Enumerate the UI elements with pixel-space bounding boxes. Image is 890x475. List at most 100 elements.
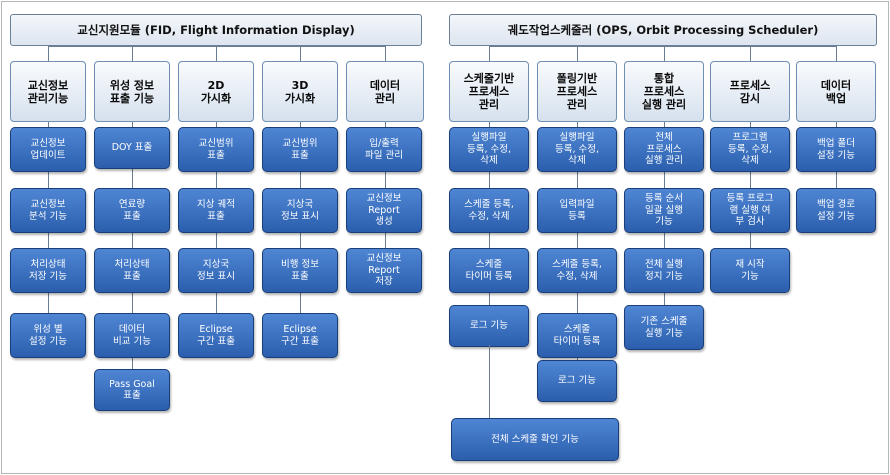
ops-category-5-item-1: 백업 폴더 설정 기능: [796, 127, 876, 172]
ops-category-bus: [489, 46, 837, 47]
fid-category-4-item-1: 교신범위 표출: [262, 127, 338, 172]
ops-category-2-spine: [577, 122, 578, 366]
box-label: 실행파일 등록, 수정, 삭제: [554, 132, 600, 167]
fid-category-3-item-3: 지상국 정보 표시: [178, 248, 254, 293]
ops-category-2-item-5: 로그 기능: [537, 360, 617, 402]
fid-category-5-item-3: 교신정보 Report 저장: [346, 248, 422, 293]
fid-category-1-item-2: 교신정보 분석 기능: [10, 188, 86, 233]
fid-category-bus: [48, 46, 386, 47]
box-label: 프로그램 등록, 수정, 삭제: [727, 132, 773, 167]
fid-category-5: 데이터 관리: [346, 61, 424, 122]
ops-category-2: 폴링기반 프로세스 관리: [537, 61, 617, 122]
box-label: 스케줄기반 프로세스 관리: [463, 72, 515, 111]
box-label: 전체 프로세스 실행 관리: [645, 132, 683, 167]
ops-category-connector: [664, 46, 665, 61]
ops-category-2-item-4: 스케줄 타이머 등록: [537, 313, 617, 358]
ops-category-5-item-2: 백업 경로 설정 기능: [796, 188, 876, 233]
ops-category-1-item-2: 스케줄 등록, 수정, 삭제: [449, 188, 529, 233]
box-label: 데이터 관리: [369, 78, 401, 105]
fid-category-connector: [385, 46, 386, 61]
fid-category-3-item-1: 교신범위 표출: [178, 127, 254, 172]
box-label: DOY 표출: [111, 142, 153, 154]
box-label: 2D 가시화: [200, 78, 232, 105]
box-label: 데이터 비교 기능: [113, 324, 151, 347]
box-label: Eclipse 구간 표출: [197, 324, 235, 347]
fid-category-2-item-4: 데이터 비교 기능: [94, 313, 170, 358]
box-label: 백업 폴더 설정 기능: [817, 138, 855, 161]
box-label: 등록 순서 일괄 실행 기능: [645, 193, 683, 228]
box-label: 전체 스케줄 확인 기능: [491, 433, 579, 445]
box-label: 교신정보 분석 기능: [29, 199, 67, 222]
box-label: 지상국 정보 표시: [197, 259, 235, 282]
box-label: 프로세스 감시: [729, 78, 771, 105]
ops-category-4-item-3: 재 시작 기능: [710, 248, 790, 293]
ops-category-5: 데이터 백업: [796, 61, 876, 122]
box-label: 연료량 표출: [118, 199, 146, 222]
fid-category-2-item-2: 연료량 표출: [94, 188, 170, 233]
box-label: 교신정보 관리기능: [27, 78, 69, 105]
box-label: 전체 실행 정지 기능: [645, 259, 683, 282]
fid-category-1-item-1: 교신정보 업데이트: [10, 127, 86, 172]
box-label: 스케줄 등록, 수정, 삭제: [464, 199, 514, 222]
box-label: 위성 별 설정 기능: [29, 324, 67, 347]
box-label: 교신정보 Report 저장: [366, 253, 402, 288]
fid-category-connector: [216, 46, 217, 61]
fid-category-4-item-4: Eclipse 구간 표출: [262, 313, 338, 358]
box-label: 교신정보 Report 생성: [366, 193, 402, 228]
ops-category-1-item-4: 로그 기능: [449, 305, 529, 347]
fid-category-4: 3D 가시화: [262, 61, 338, 122]
box-label: 로그 기능: [470, 320, 508, 332]
ops-category-3-item-2: 등록 순서 일괄 실행 기능: [624, 188, 704, 233]
box-label: 비행 정보 표출: [281, 259, 319, 282]
box-label: 처리상태 저장 기능: [29, 259, 67, 282]
box-label: 입/출력 파일 관리: [365, 138, 403, 161]
ops-category-3-item-4: 기존 스케줄 실행 기능: [624, 305, 704, 350]
ops-category-2-item-2: 입력파일 등록: [537, 188, 617, 233]
box-label: Pass Goal 표출: [109, 378, 155, 402]
ops-title: 궤도작업스케줄러 (OPS, Orbit Processing Schedule…: [449, 14, 877, 46]
box-label: 통합 프로세스 실행 관리: [641, 72, 687, 111]
box-label: 처리상태 표출: [114, 259, 150, 282]
fid-category-3: 2D 가시화: [178, 61, 254, 122]
fid-category-2-item-5: Pass Goal 표출: [94, 369, 170, 411]
box-label: 지상국 정보 표시: [281, 199, 319, 222]
box-label: 폴링기반 프로세스 관리: [556, 72, 598, 111]
ops-category-3: 통합 프로세스 실행 관리: [624, 61, 704, 122]
fid-category-1: 교신정보 관리기능: [10, 61, 86, 122]
ops-category-1: 스케줄기반 프로세스 관리: [449, 61, 529, 122]
box-label: 교신정보 업데이트: [30, 138, 66, 161]
ops-category-connector: [577, 46, 578, 61]
box-label: 로그 기능: [558, 375, 596, 387]
box-label: Eclipse 구간 표출: [281, 324, 319, 347]
fid-category-3-item-2: 지상 궤적 표출: [178, 188, 254, 233]
box-label: 등록 프로그 램 실행 여 부 검사: [726, 193, 774, 228]
box-label: 재 시작 기능: [735, 259, 765, 282]
box-label: 위성 정보 표출 기능: [109, 78, 155, 105]
fid-category-5-item-2: 교신정보 Report 생성: [346, 188, 422, 233]
box-label: 3D 가시화: [284, 78, 316, 105]
ops-category-connector: [836, 46, 837, 61]
ops-category-connector: [750, 46, 751, 61]
ops-category-2-item-3: 스케줄 등록, 수정, 삭제: [537, 248, 617, 293]
fid-category-1-item-4: 위성 별 설정 기능: [10, 313, 86, 358]
box-label: 교신범위 표출: [198, 138, 234, 161]
box-label: 스케줄 타이머 등록: [465, 259, 513, 282]
ops-all-schedule-check: 전체 스케줄 확인 기능: [451, 418, 619, 461]
box-label: 교신범위 표출: [282, 138, 318, 161]
ops-category-3-item-3: 전체 실행 정지 기능: [624, 248, 704, 293]
fid-category-1-item-3: 처리상태 저장 기능: [10, 248, 86, 293]
fid-category-2-item-1: DOY 표출: [94, 127, 170, 169]
box-label: 기존 스케줄 실행 기능: [640, 316, 688, 339]
fid-category-4-item-2: 지상국 정보 표시: [262, 188, 338, 233]
fid-category-2: 위성 정보 표출 기능: [94, 61, 170, 122]
ops-category-4-item-1: 프로그램 등록, 수정, 삭제: [710, 127, 790, 172]
box-label: 데이터 백업: [820, 78, 852, 105]
box-label: 입력파일 등록: [559, 199, 595, 222]
ops-category-1-item-1: 실행파일 등록, 수정, 삭제: [449, 127, 529, 172]
box-label: 실행파일 등록, 수정, 삭제: [466, 132, 512, 167]
box-label: 지상 궤적 표출: [197, 199, 235, 222]
box-label: 백업 경로 설정 기능: [817, 199, 855, 222]
fid-category-connector: [132, 46, 133, 61]
ops-category-2-item-1: 실행파일 등록, 수정, 삭제: [537, 127, 617, 172]
